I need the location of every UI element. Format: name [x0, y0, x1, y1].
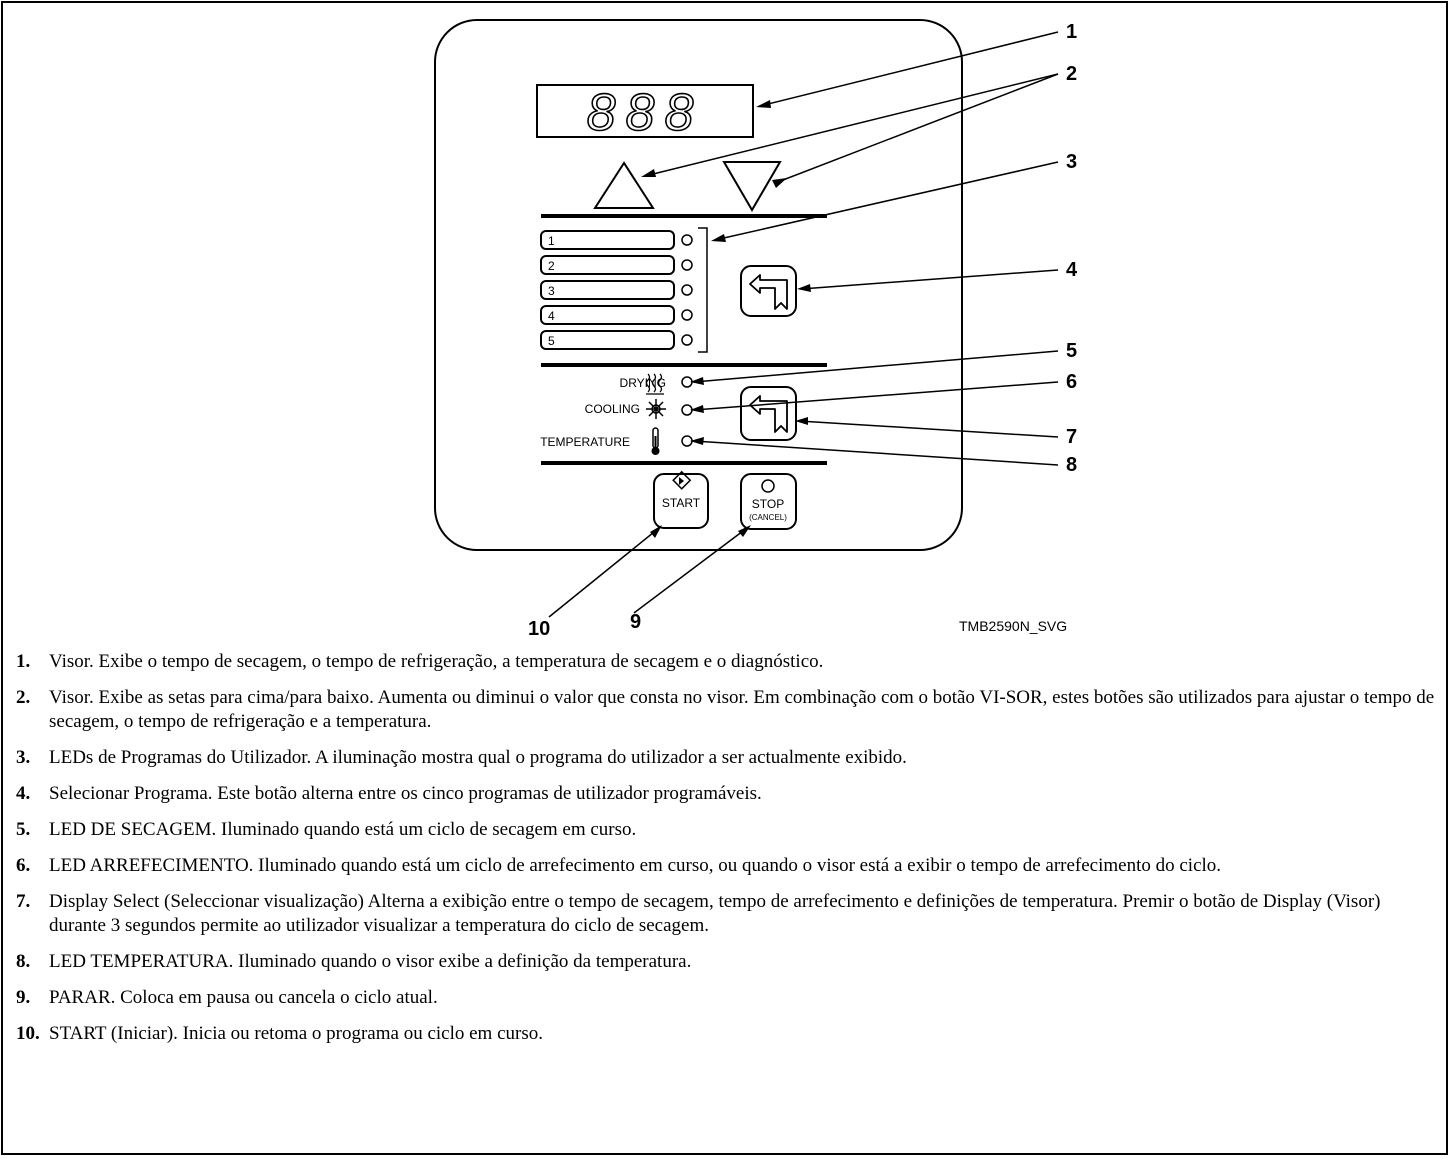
stop-sublabel: (CANCEL) — [749, 513, 787, 522]
legend-text: Visor. Exibe as setas para cima/para bai… — [49, 687, 1435, 732]
legend-number: 5. — [16, 819, 31, 840]
program-select-icon — [749, 274, 788, 310]
program-led-3 — [681, 284, 693, 296]
up-arrow-button[interactable] — [593, 161, 655, 209]
callout-6: 6 — [1066, 371, 1077, 393]
callout-leaders — [548, 31, 1059, 618]
legend-number: 2. — [16, 687, 31, 708]
legend-text: START (Iniciar). Inicia ou retoma o prog… — [49, 1023, 543, 1044]
thermometer-icon — [651, 427, 660, 455]
program-label: 1 — [548, 234, 555, 248]
legend-text: LEDs de Programas do Utilizador. A ilumi… — [49, 747, 907, 768]
legend-text: Selecionar Programa. Este botão alterna … — [49, 783, 762, 804]
program-led-4 — [681, 309, 693, 321]
legend-number: 9. — [16, 987, 31, 1008]
legend-number: 8. — [16, 951, 31, 972]
callout-1: 1 — [1066, 21, 1077, 43]
legend-item-4: 4. Selecionar Programa. Este botão altern… — [16, 782, 1436, 806]
callout-arrowheads — [641, 100, 811, 538]
program-button-3[interactable]: 3 — [540, 280, 675, 300]
legend-text: Display Select (Seleccionar visualização… — [49, 891, 1381, 936]
display-select-button[interactable] — [740, 386, 797, 441]
legend-item-9: 9. PARAR. Coloca em pausa ou cancela o ci… — [16, 986, 1436, 1010]
callout-9: 9 — [630, 611, 641, 633]
program-led-1 — [681, 234, 693, 246]
start-icon — [672, 470, 692, 490]
control-panel-diagram: 888 1 2 3 4 5 — [434, 19, 1078, 640]
legend-number: 7. — [16, 891, 31, 912]
stop-button[interactable]: STOP (CANCEL) — [740, 473, 797, 530]
legend-item-7: 7. Display Select (Seleccionar visualizaç… — [16, 890, 1436, 938]
cooling-label: COOLING — [585, 402, 640, 416]
start-button[interactable]: START — [653, 470, 709, 529]
callout-5: 5 — [1066, 340, 1077, 362]
legend-item-6: 6. LED ARREFECIMENTO. Iluminado quando es… — [16, 854, 1436, 878]
callout-10: 10 — [528, 618, 550, 640]
callout-2: 2 — [1066, 63, 1077, 85]
program-label: 5 — [548, 334, 555, 348]
digital-display[interactable]: 888 — [536, 83, 754, 143]
down-arrow-button[interactable] — [722, 161, 782, 212]
program-led-2 — [681, 259, 693, 271]
program-label: 4 — [548, 309, 555, 323]
legend-number: 3. — [16, 747, 31, 768]
legend-number: 1. — [16, 651, 31, 672]
program-led-bracket — [698, 227, 708, 353]
program-button-1[interactable]: 1 — [540, 230, 675, 250]
legend-number: 10. — [16, 1023, 40, 1044]
legend-number: 4. — [16, 783, 31, 804]
legend-item-5: 5. LED DE SECAGEM. Iluminado quando está … — [16, 818, 1436, 842]
program-select-button[interactable] — [740, 265, 797, 317]
program-led-5 — [681, 334, 693, 346]
cooling-snowflake-icon — [646, 399, 666, 419]
legend-text: PARAR. Coloca em pausa ou cancela o cicl… — [49, 987, 438, 1008]
stop-label: STOP — [752, 497, 784, 511]
legend-text: LED TEMPERATURA. Iluminado quando o viso… — [49, 951, 692, 972]
stop-icon — [761, 479, 775, 493]
legend-item-10: 10. START (Iniciar). Inicia ou retoma o p… — [16, 1022, 1436, 1046]
legend-number: 6. — [16, 855, 31, 876]
legend-text: LED ARREFECIMENTO. Iluminado quando está… — [49, 855, 1222, 876]
legend-text: LED DE SECAGEM. Iluminado quando está um… — [49, 819, 637, 840]
callout-4: 4 — [1066, 259, 1078, 281]
display-digits: 888 — [587, 84, 704, 142]
drying-heat-icon — [645, 373, 664, 395]
program-button-5[interactable]: 5 — [540, 330, 675, 350]
start-label: START — [662, 496, 701, 510]
callout-7: 7 — [1066, 426, 1077, 448]
panel-outline — [434, 19, 963, 551]
display-select-icon — [749, 395, 788, 433]
legend-item-3: 3. LEDs de Programas do Utilizador. A ilu… — [16, 746, 1436, 770]
legend-item-1: 1. Visor. Exibe o tempo de secagem, o tem… — [16, 650, 1436, 674]
callout-8: 8 — [1066, 454, 1077, 476]
program-button-4[interactable]: 4 — [540, 305, 675, 325]
program-label: 3 — [548, 284, 555, 298]
figure-id: TMB2590N_SVG — [959, 618, 1067, 634]
program-button-2[interactable]: 2 — [540, 255, 675, 275]
temperature-label: TEMPERATURE — [540, 435, 630, 449]
legend-item-2: 2. Visor. Exibe as setas para cima/para b… — [16, 686, 1436, 734]
program-label: 2 — [548, 259, 555, 273]
legend-item-8: 8. LED TEMPERATURA. Iluminado quando o vi… — [16, 950, 1436, 974]
callout-3: 3 — [1066, 151, 1077, 173]
legend-text: Visor. Exibe o tempo de secagem, o tempo… — [49, 651, 824, 672]
legend-list: 1. Visor. Exibe o tempo de secagem, o tem… — [16, 650, 1436, 1058]
